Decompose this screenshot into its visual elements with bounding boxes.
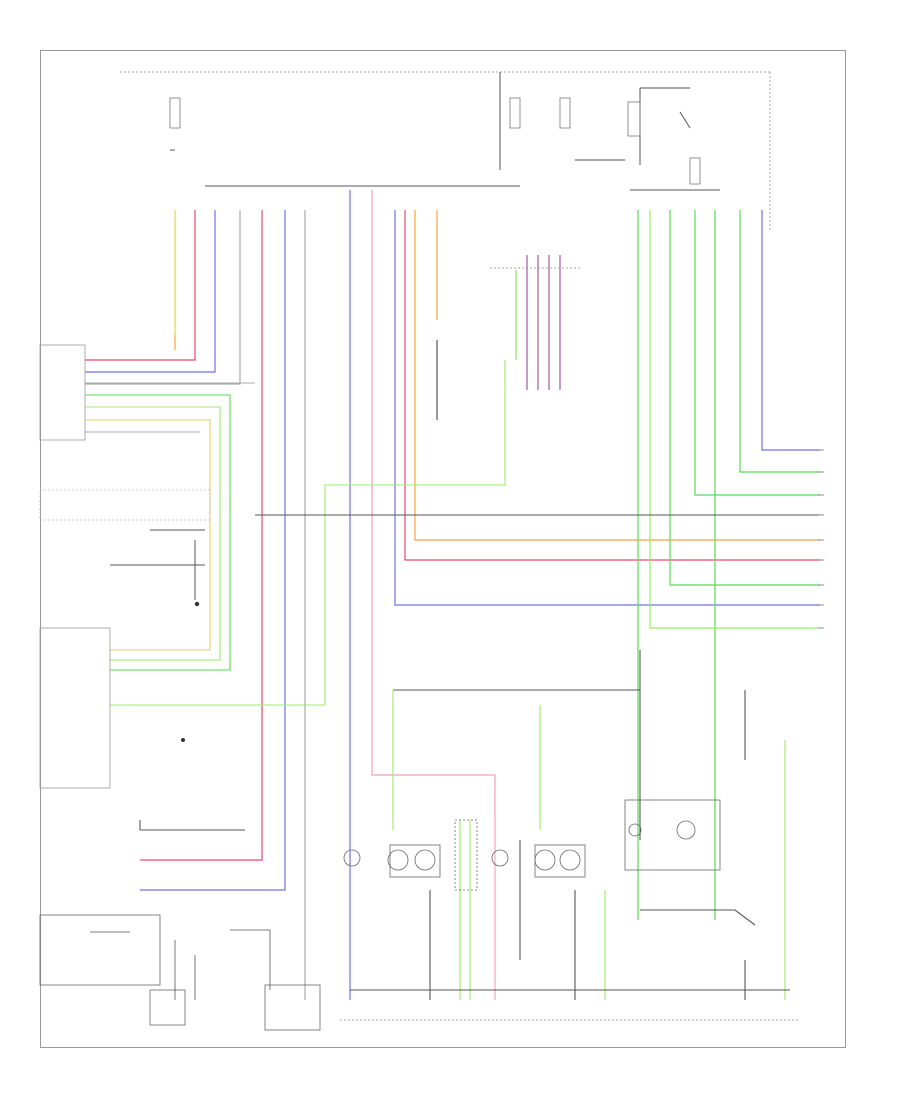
bottom-left-components bbox=[39, 914, 321, 1031]
vertical-wires-right bbox=[637, 210, 820, 920]
left-connector-block bbox=[39, 344, 211, 789]
diagram-frame bbox=[40, 50, 846, 1048]
vertical-wires-left bbox=[85, 190, 820, 1000]
violet-harness bbox=[515, 255, 561, 390]
right-connector-ticks bbox=[818, 449, 824, 629]
lamp-symbols bbox=[343, 799, 721, 891]
lower-circuit bbox=[139, 650, 800, 1021]
top-power-bus bbox=[120, 71, 771, 269]
cross-wires bbox=[85, 360, 820, 706]
fuse-symbols bbox=[169, 97, 701, 185]
